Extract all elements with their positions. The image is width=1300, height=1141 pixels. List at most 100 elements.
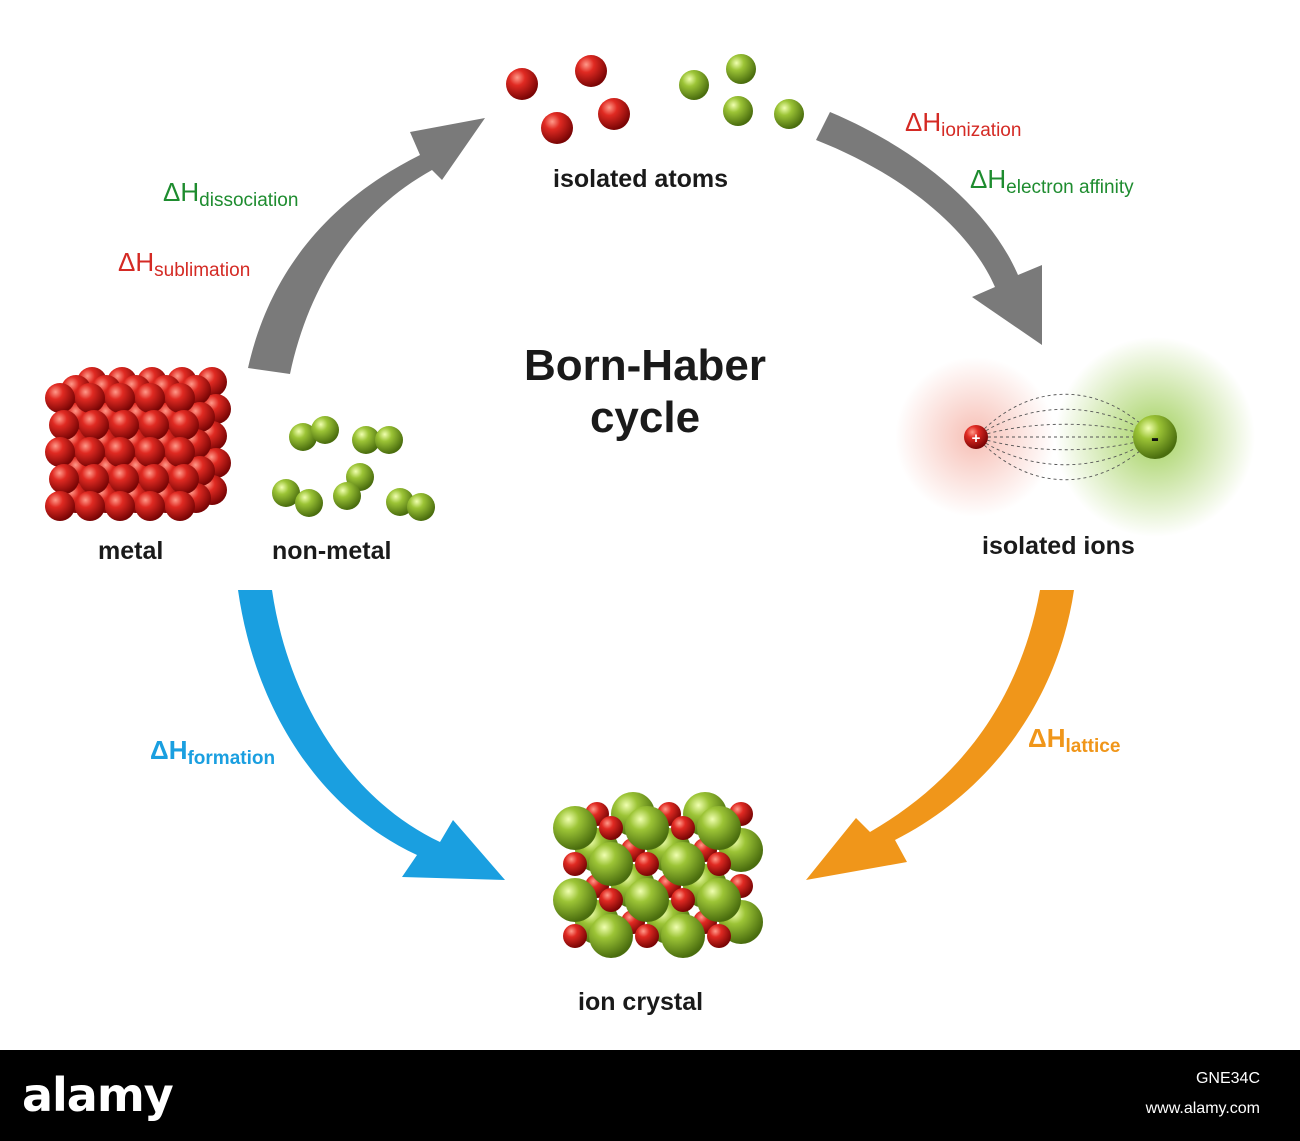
field-lines bbox=[975, 393, 1156, 481]
metal-sphere bbox=[45, 383, 75, 413]
metal-sphere bbox=[75, 437, 105, 467]
cation-sphere bbox=[707, 852, 731, 876]
nonmetal-atom bbox=[723, 96, 753, 126]
nonmetal-molecule-atom bbox=[311, 416, 339, 444]
cation-sphere bbox=[671, 816, 695, 840]
metal-sphere bbox=[139, 464, 169, 494]
subscript: sublimation bbox=[154, 260, 251, 281]
nonmetal-molecule-atom bbox=[289, 423, 317, 451]
image-id: GNE34C bbox=[1195, 1070, 1260, 1087]
label-dh-lattice: ΔHlattice bbox=[1028, 723, 1120, 758]
nonmetal-molecule-atom bbox=[407, 493, 435, 521]
isolated-ions-group: + - bbox=[895, 337, 1255, 537]
label-dh-electron-affinity: ΔHelectron affinity bbox=[970, 164, 1134, 199]
metal-sphere bbox=[49, 464, 79, 494]
cation-sphere bbox=[671, 888, 695, 912]
delta-h-symbol: ΔH bbox=[905, 107, 942, 137]
metal-sphere bbox=[45, 437, 75, 467]
cation-sphere bbox=[635, 924, 659, 948]
metal-sphere bbox=[75, 383, 105, 413]
nonmetal-molecule-atom bbox=[352, 426, 380, 454]
cation-sphere bbox=[635, 852, 659, 876]
nonmetal-molecule-atom bbox=[333, 482, 361, 510]
arrow-lattice bbox=[806, 590, 1074, 880]
subscript: ionization bbox=[941, 120, 1022, 141]
cation-sphere bbox=[599, 816, 623, 840]
nonmetal-atom bbox=[726, 54, 756, 84]
title-line-2: cycle bbox=[589, 393, 701, 442]
diagram-title: Born-Haber cycle bbox=[470, 340, 820, 444]
cycle-arrows bbox=[238, 112, 1074, 880]
label-isolated-ions: isolated ions bbox=[982, 532, 1135, 560]
metal-lattice bbox=[45, 367, 231, 521]
cation-sign: + bbox=[972, 430, 981, 447]
subscript: formation bbox=[187, 748, 276, 769]
delta-h-symbol: ΔH bbox=[118, 247, 155, 277]
site-url: www.alamy.com bbox=[1145, 1100, 1260, 1117]
label-dh-formation: ΔHformation bbox=[150, 735, 275, 770]
anion-sign: - bbox=[1151, 425, 1159, 452]
metal-sphere bbox=[109, 464, 139, 494]
metal-sphere bbox=[169, 410, 199, 440]
metal-atom bbox=[541, 112, 573, 144]
subscript: dissociation bbox=[199, 190, 299, 211]
delta-h-symbol: ΔH bbox=[970, 164, 1007, 194]
title-line-1: Born-Haber bbox=[523, 341, 767, 390]
metal-sphere bbox=[105, 437, 135, 467]
nonmetal-molecule-atom bbox=[386, 488, 414, 516]
cation-sphere bbox=[563, 852, 587, 876]
label-dh-dissociation: ΔHdissociation bbox=[163, 177, 298, 212]
label-ion-crystal: ion crystal bbox=[578, 988, 704, 1016]
metal-sphere bbox=[79, 464, 109, 494]
metal-atom bbox=[506, 68, 538, 100]
arrow-formation bbox=[238, 590, 505, 880]
metal-sphere bbox=[79, 410, 109, 440]
label-dh-sublimation: ΔHsublimation bbox=[118, 247, 250, 282]
cation-sphere bbox=[599, 888, 623, 912]
nonmetal-molecule-atom bbox=[272, 479, 300, 507]
anion-sphere bbox=[589, 914, 633, 958]
arrow-sublimation-dissociation bbox=[248, 118, 485, 374]
label-isolated-atoms: isolated atoms bbox=[553, 165, 729, 193]
anion-sphere bbox=[661, 842, 705, 886]
nonmetal-molecules bbox=[272, 416, 435, 521]
label-non-metal: non-metal bbox=[272, 537, 392, 565]
born-haber-diagram: + - bbox=[45, 54, 1255, 958]
footer-bar: alamy GNE34C www.alamy.com bbox=[0, 1050, 1300, 1141]
metal-sphere bbox=[45, 491, 75, 521]
metal-sphere bbox=[165, 383, 195, 413]
metal-sphere bbox=[135, 491, 165, 521]
cation-sphere bbox=[563, 924, 587, 948]
metal-sphere bbox=[139, 410, 169, 440]
delta-h-symbol: ΔH bbox=[163, 177, 200, 207]
metal-sphere bbox=[75, 491, 105, 521]
cation-sphere bbox=[707, 924, 731, 948]
arrow-ionization-affinity bbox=[816, 112, 1042, 345]
nonmetal-molecule-atom bbox=[295, 489, 323, 517]
alamy-logo: alamy bbox=[22, 1068, 174, 1122]
subscript: lattice bbox=[1065, 736, 1121, 757]
label-dh-ionization: ΔHionization bbox=[905, 107, 1021, 142]
cation bbox=[964, 425, 988, 449]
metal-sphere bbox=[135, 437, 165, 467]
anion bbox=[1133, 415, 1177, 459]
metal-sphere bbox=[135, 383, 165, 413]
metal-atom bbox=[598, 98, 630, 130]
nonmetal-molecule-atom bbox=[375, 426, 403, 454]
anion-sphere bbox=[661, 914, 705, 958]
anion-sphere bbox=[553, 806, 597, 850]
ion-crystal-lattice bbox=[553, 792, 763, 958]
anion-sphere bbox=[697, 878, 741, 922]
metal-sphere bbox=[109, 410, 139, 440]
anion-sphere bbox=[625, 806, 669, 850]
anion-sphere bbox=[697, 806, 741, 850]
nonmetal-atom bbox=[774, 99, 804, 129]
metal-sphere bbox=[165, 437, 195, 467]
label-metal: metal bbox=[98, 537, 164, 565]
isolated-atoms-cluster bbox=[506, 54, 804, 144]
metal-atom bbox=[575, 55, 607, 87]
metal-sphere bbox=[49, 410, 79, 440]
metal-sphere bbox=[169, 464, 199, 494]
anion-sphere bbox=[625, 878, 669, 922]
anion-sphere bbox=[589, 842, 633, 886]
